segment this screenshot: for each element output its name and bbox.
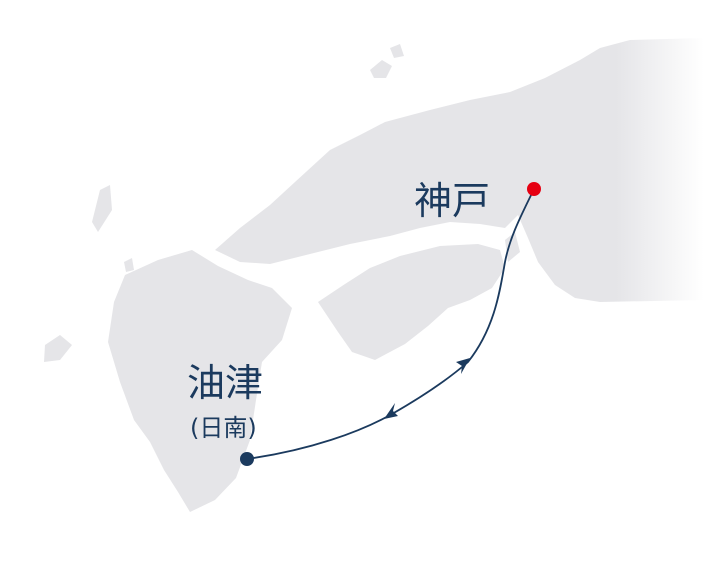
goto-islands	[44, 335, 72, 362]
nichinan-label: (日南)	[190, 414, 257, 442]
arrow-outbound-icon	[456, 358, 470, 374]
arrow-return-icon	[384, 403, 398, 419]
oki-islands	[370, 44, 404, 78]
land	[44, 38, 704, 512]
aburatsu-label: 油津	[187, 361, 264, 405]
honshu	[215, 38, 704, 302]
route	[240, 182, 541, 466]
kobe-marker	[527, 182, 541, 196]
tsushima	[92, 185, 112, 232]
kobe-label: 神戸	[414, 179, 491, 223]
shikoku	[318, 244, 505, 360]
kyushu	[108, 250, 292, 512]
aburatsu-marker	[240, 452, 254, 466]
awaji-island	[505, 232, 520, 262]
iki-island	[124, 258, 134, 272]
